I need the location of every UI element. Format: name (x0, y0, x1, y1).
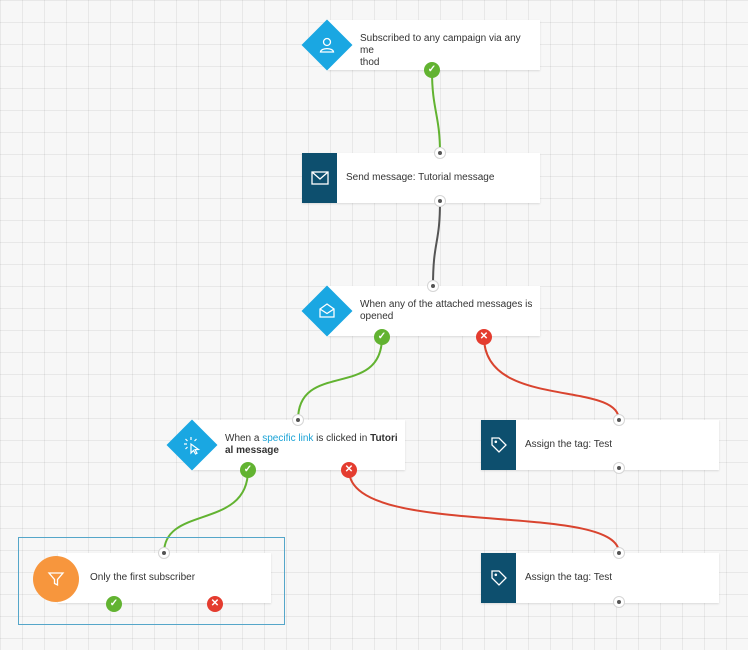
node-assign-tag-1-icon-bg (481, 420, 516, 470)
connector-subscribed-to-send (431, 70, 441, 154)
user-icon (319, 37, 335, 53)
node-link-clicked-bold2: al message (225, 445, 279, 456)
port-send-message-in[interactable] (434, 147, 446, 159)
status-yes-message-opened[interactable]: ✓ (374, 329, 390, 345)
node-assign-tag-2-icon-bg (481, 553, 516, 603)
node-subscribed-line1: Subscribed to any campaign via any me (360, 33, 521, 56)
port-filter-in[interactable] (158, 547, 170, 559)
node-subscribed-label: Subscribed to any campaign via any me th… (360, 33, 536, 69)
port-link-clicked-in[interactable] (292, 414, 304, 426)
node-filter[interactable]: Only the first subscriber (58, 553, 271, 603)
connector-send-to-opened (432, 200, 441, 287)
connector-opened-no-to-tag (483, 336, 620, 421)
node-filter-label: Only the first subscriber (90, 572, 196, 583)
funnel-icon (47, 572, 65, 587)
tag-icon (490, 570, 507, 586)
node-subscribed-line2: thod (360, 57, 380, 68)
node-assign-tag-1-label: Assign the tag: Test (525, 439, 613, 450)
node-message-opened-line2: opened (360, 311, 394, 322)
connector-clicked-no-to-tag (348, 469, 620, 554)
node-link-clicked-prefix: When a (225, 433, 263, 444)
node-subscribed[interactable]: Subscribed to any campaign via any me th… (328, 20, 540, 70)
status-no-link-clicked[interactable]: ✕ (341, 462, 357, 478)
port-send-message-out[interactable] (434, 195, 446, 207)
open-envelope-icon (319, 303, 335, 318)
port-assign-tag-2-in[interactable] (613, 547, 625, 559)
node-send-message[interactable]: Send message: Tutorial message (302, 153, 540, 203)
status-yes-filter[interactable]: ✓ (106, 596, 122, 612)
node-send-message-label: Send message: Tutorial message (346, 172, 495, 183)
specific-link[interactable]: specific link (262, 433, 314, 444)
tag-icon (490, 437, 507, 453)
cursor-click-icon (184, 437, 201, 455)
node-message-opened[interactable]: When any of the attached messages is ope… (328, 286, 540, 336)
node-link-clicked-label: When a specific link is clicked in Tutor… (225, 433, 401, 457)
port-assign-tag-2-out[interactable] (613, 596, 625, 608)
connector-opened-yes-to-clicked (297, 336, 383, 421)
node-link-clicked-middle: is clicked in (313, 433, 371, 444)
node-assign-tag-1[interactable]: Assign the tag: Test (481, 420, 719, 470)
node-message-opened-label: When any of the attached messages is ope… (360, 299, 536, 323)
node-assign-tag-2[interactable]: Assign the tag: Test (481, 553, 719, 603)
status-no-filter[interactable]: ✕ (207, 596, 223, 612)
status-yes-subscribed[interactable]: ✓ (424, 62, 440, 78)
node-send-message-icon-bg (302, 153, 337, 203)
node-link-clicked[interactable]: When a specific link is clicked in Tutor… (193, 420, 405, 470)
port-assign-tag-1-out[interactable] (613, 462, 625, 474)
status-yes-link-clicked[interactable]: ✓ (240, 462, 256, 478)
selected-node-outline (18, 537, 285, 625)
status-no-message-opened[interactable]: ✕ (476, 329, 492, 345)
node-link-clicked-bold1: Tutori (370, 433, 398, 444)
node-message-opened-line1: When any of the attached messages is (360, 299, 533, 310)
connector-clicked-yes-to-filter (163, 469, 249, 554)
port-assign-tag-1-in[interactable] (613, 414, 625, 426)
port-message-opened-in[interactable] (427, 280, 439, 292)
node-assign-tag-2-label: Assign the tag: Test (525, 572, 613, 583)
envelope-icon (310, 171, 329, 185)
node-filter-icon-bg (33, 556, 79, 602)
